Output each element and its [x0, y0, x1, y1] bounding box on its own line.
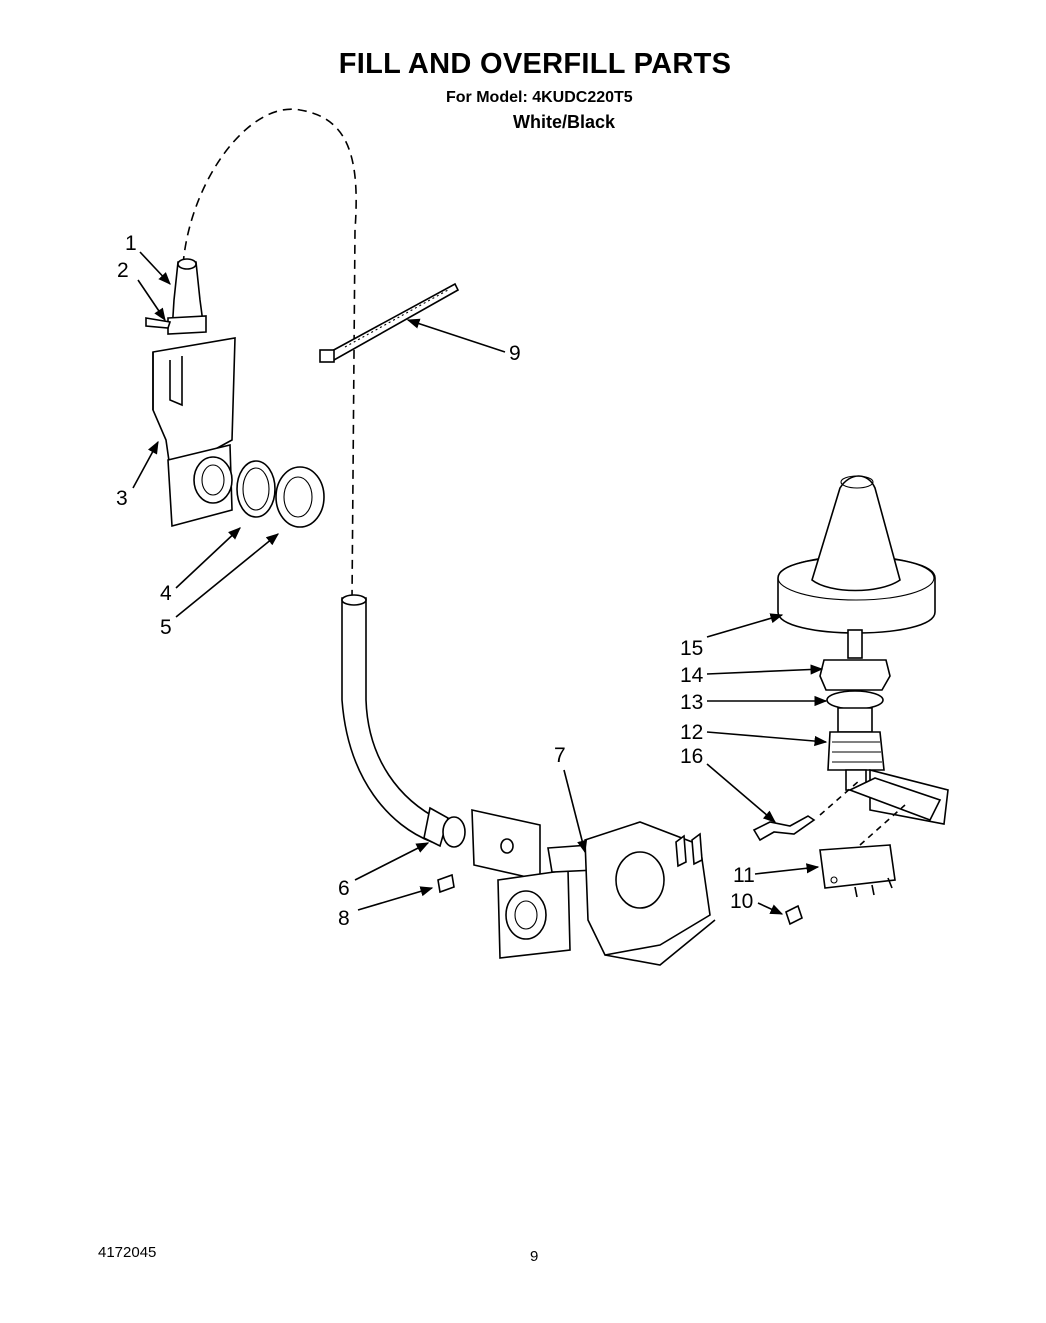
page-title: FILL AND OVERFILL PARTS [338, 48, 732, 80]
float-stem-assembly [819, 629, 891, 791]
cable-tie [319, 282, 460, 363]
callout-6: 6 [338, 877, 350, 900]
water-valve [471, 808, 716, 966]
hose-route-dashed [182, 108, 357, 601]
switch-bracket [752, 768, 949, 846]
callout-13: 13 [680, 691, 703, 714]
callout-3: 3 [116, 487, 128, 510]
float [777, 475, 936, 634]
callout-10: 10 [730, 890, 753, 913]
callout-1: 1 [125, 232, 137, 255]
model-line: For Model: 4KUDC220T5 [446, 89, 633, 106]
callout-15: 15 [680, 637, 703, 660]
document-number: 4172045 [98, 1244, 157, 1261]
callout-16: 16 [680, 745, 703, 768]
callout-4: 4 [160, 582, 172, 605]
color-line: White/Black [513, 112, 616, 132]
screw-8 [437, 873, 455, 894]
callout-8: 8 [338, 907, 350, 930]
micro-switch [819, 844, 896, 898]
callout-5: 5 [160, 616, 172, 639]
leader-lines [132, 251, 828, 915]
page-number: 9 [530, 1248, 539, 1265]
callout-14: 14 [680, 664, 704, 687]
fill-hose [341, 594, 466, 848]
callout-7: 7 [554, 744, 566, 767]
callout-9: 9 [509, 342, 521, 365]
callout-12: 12 [680, 721, 703, 744]
screw-10 [785, 904, 803, 926]
callout-2: 2 [117, 259, 129, 282]
fill-funnel-assembly [145, 258, 325, 528]
callout-11: 11 [733, 864, 755, 887]
